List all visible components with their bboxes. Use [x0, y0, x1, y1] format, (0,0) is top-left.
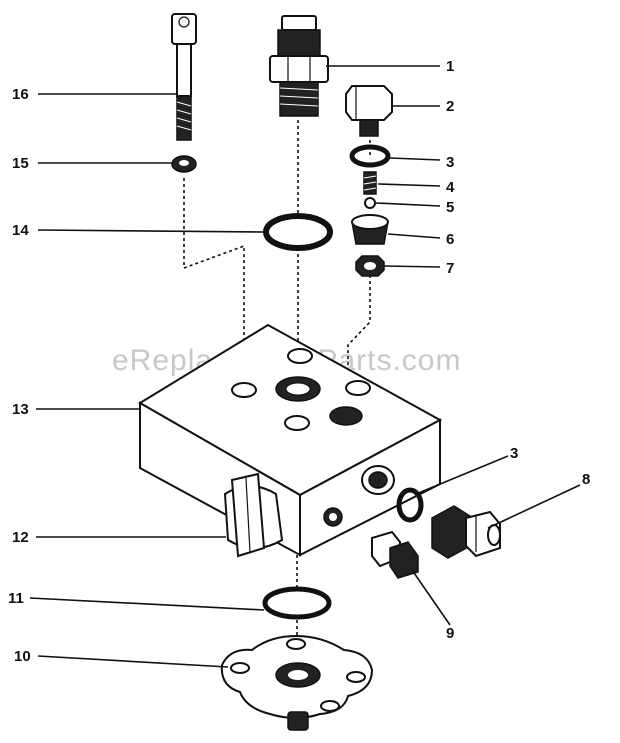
o-ring-part: [263, 213, 333, 251]
callout-6: 6: [446, 231, 454, 248]
cap-screw-part: [171, 13, 197, 141]
callout-14: 14: [12, 222, 29, 239]
washer-part-lower: [396, 487, 424, 523]
callout-11: 11: [8, 590, 24, 607]
callout-3-upper: 3: [446, 154, 454, 171]
washer-part-upper: [349, 144, 391, 168]
callout-2: 2: [446, 98, 454, 115]
ball-part: [364, 197, 376, 209]
leader-lines: [29, 65, 581, 668]
valve-seat-part: [351, 214, 389, 245]
callout-labels: 1 2 3 4 5 6 7 3 8 9 10 11 12 13 14 15 16: [8, 58, 590, 665]
callout-5: 5: [446, 199, 454, 216]
callout-15: 15: [12, 155, 29, 172]
side-fitting-part: [431, 505, 501, 559]
knob-part: [223, 472, 284, 558]
callout-1: 1: [446, 58, 454, 75]
callout-10: 10: [14, 648, 31, 665]
nut-part: [355, 255, 385, 277]
lock-washer-part: [171, 155, 197, 173]
fitting-part: [269, 15, 329, 117]
plug-part: [345, 85, 393, 137]
flange-part: [220, 634, 374, 731]
callout-8: 8: [582, 471, 590, 488]
callout-13: 13: [12, 401, 29, 418]
callout-12: 12: [12, 529, 29, 546]
callout-16: 16: [12, 86, 29, 103]
callout-3-lower: 3: [510, 445, 518, 462]
callout-4: 4: [446, 179, 455, 196]
callout-9: 9: [446, 625, 454, 642]
spring-part: [363, 171, 377, 195]
gasket-ring-part: [262, 586, 332, 620]
lower-fitting-part: [371, 530, 419, 579]
callout-7: 7: [446, 260, 454, 277]
